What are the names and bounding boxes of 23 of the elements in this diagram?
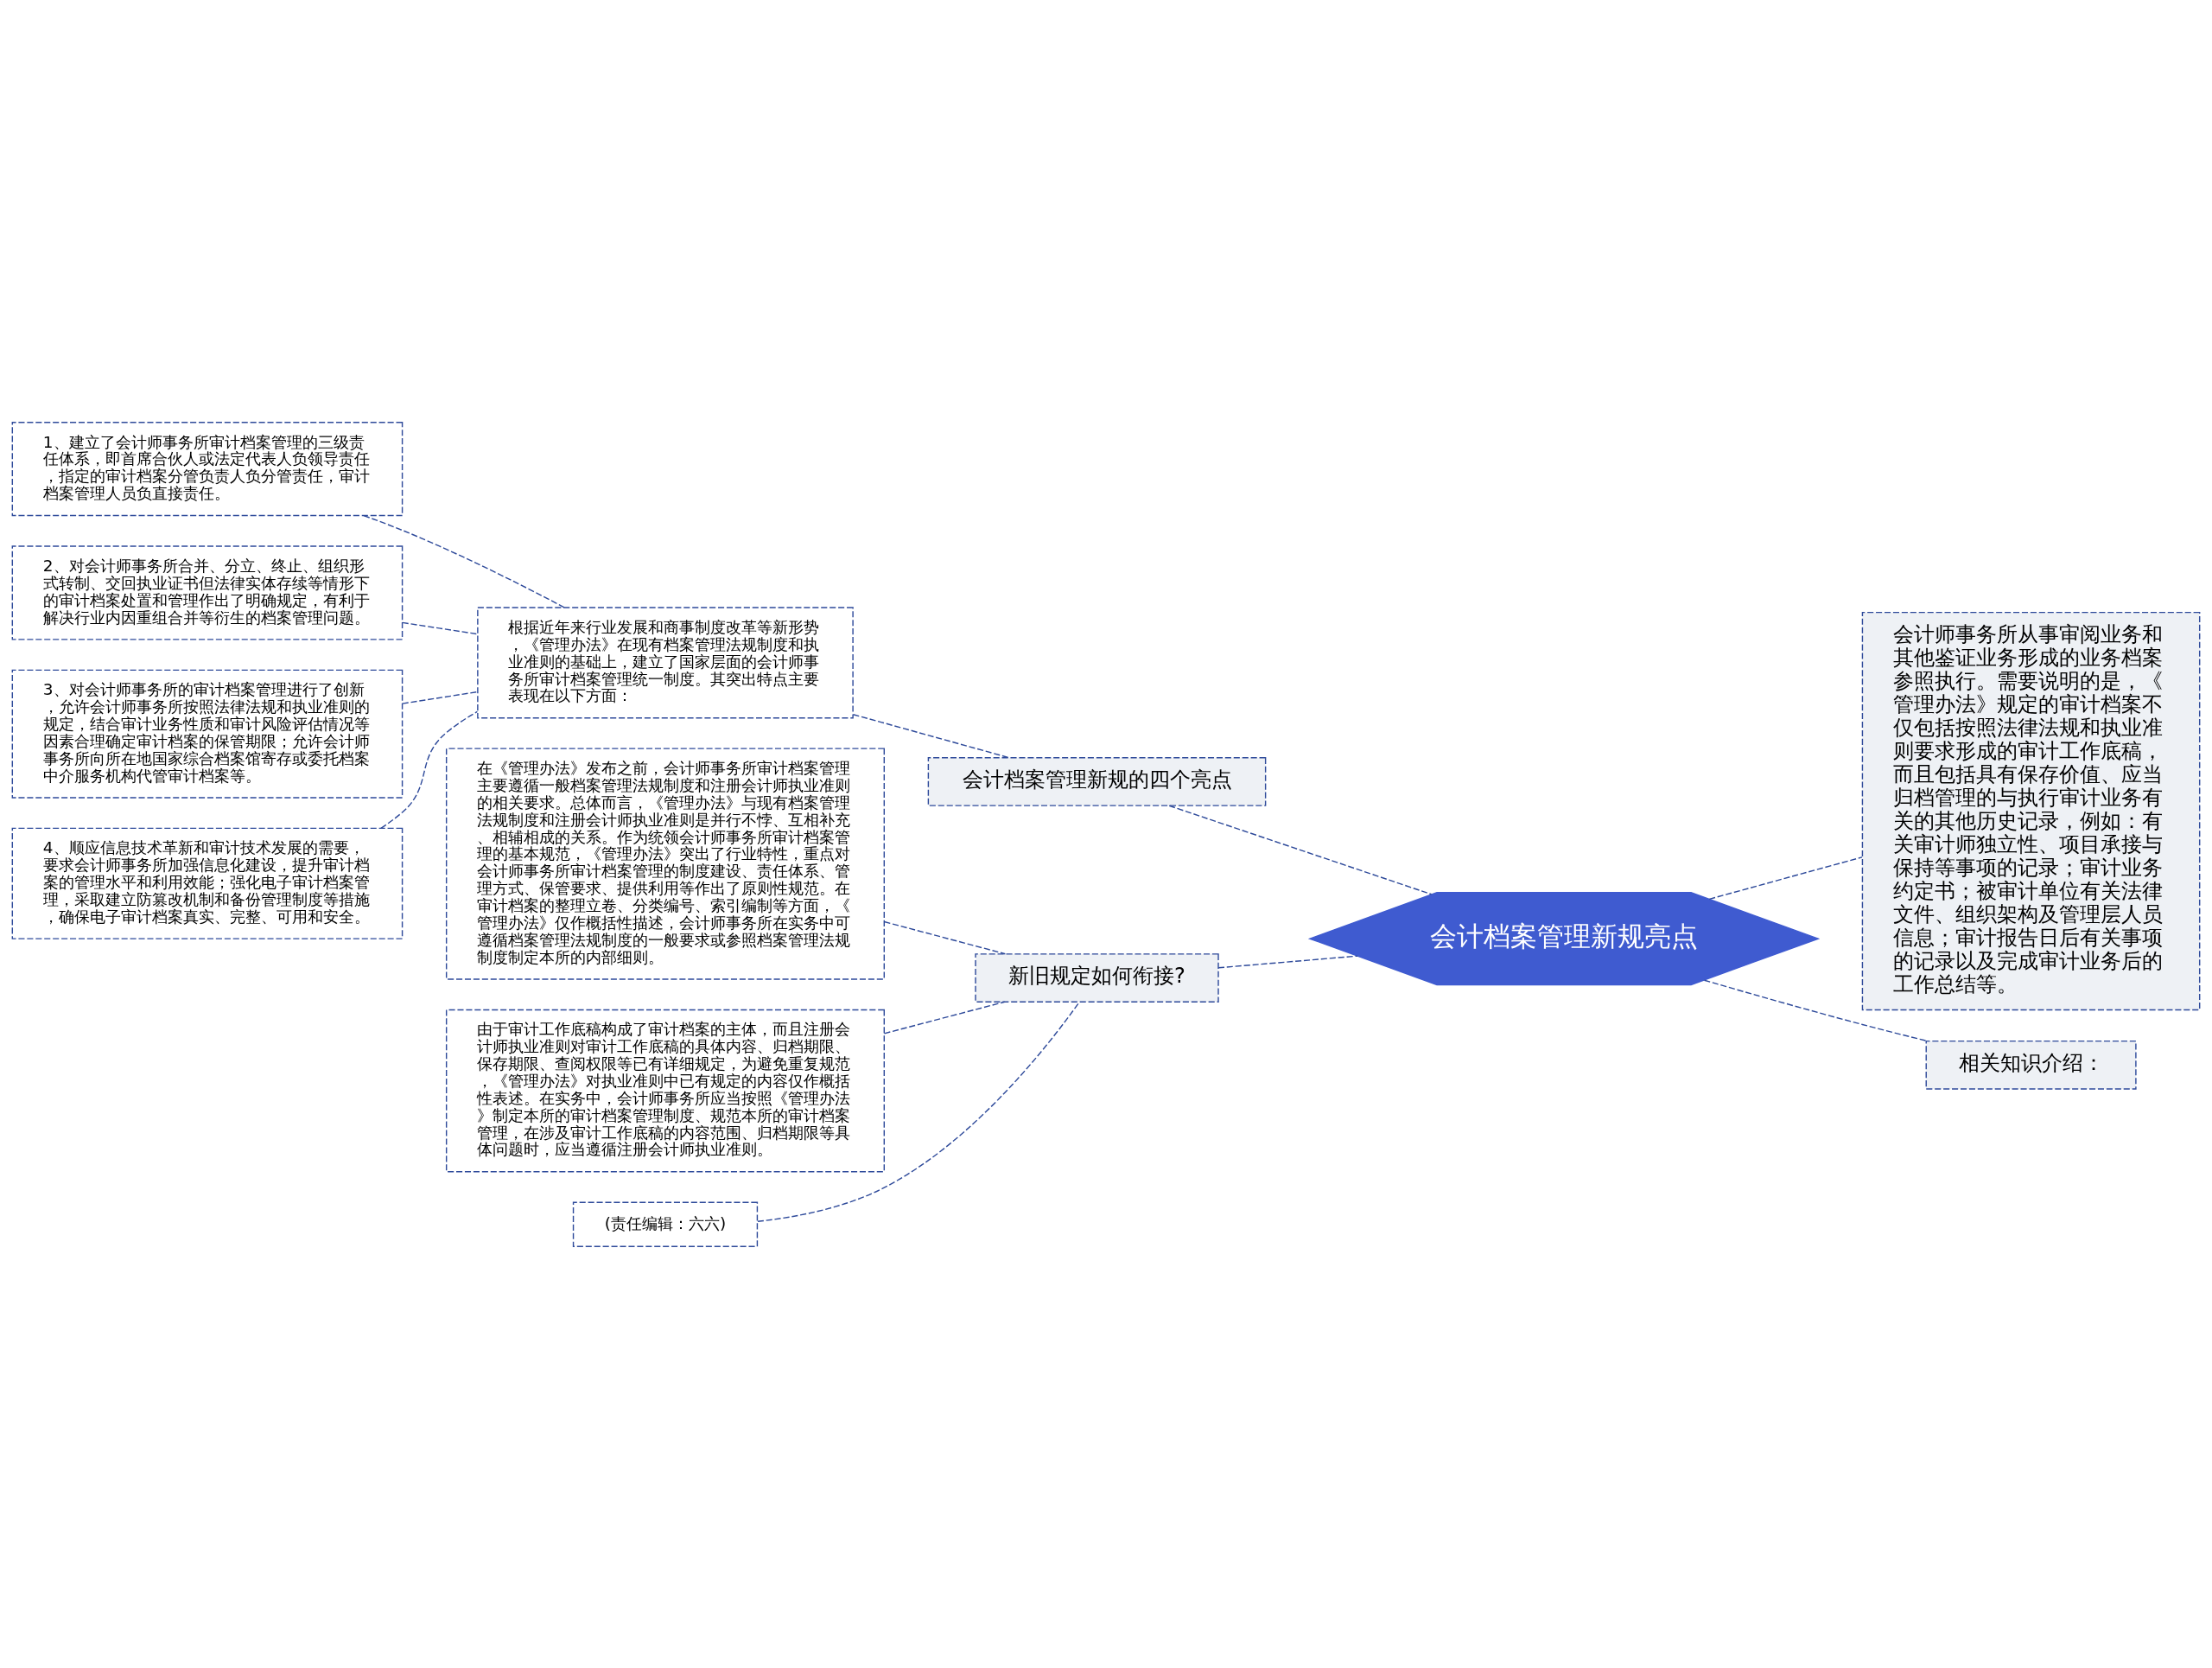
node-box: 在《管理办法》发布之前，会计师事务所审计档案管理主要遵循一般档案管理法规制度和注册会计师执业准则的相关要求。总体而言，《管理办法》与现有档案管理法规制度和注册会计师执业准则是并行不悖、互相补充、相辅相成的关系。作为统领会计师事务所审计档案管理的基本规范，《管理办法》突出了行业特性，重点对会计师事务所审计档案管理的制度建设、责任体系、管理方式、保管要求、提供利用等作出了原则性规范。在审计档案的整理立卷、分类编号、索引编制等方面，《管理办法》仅作概括性描述，会计师事务所在实务中可遵循档案管理法规制度的一般要求或参照档案管理法规制度制定本所的内部细则。 [445,747,885,980]
connector [380,710,479,829]
connector [402,621,479,634]
connector [402,691,479,704]
connector [1217,955,1358,968]
connector [1703,979,1929,1041]
node-box: 2、对会计师事务所合并、分立、终止、组织形式转制、交回执业证书但法律实体存续等情形下的审计档案处置和管理作出了明确规定，有利于解决行业内因重组合并等衍生的档案管理问题。 [11,544,404,640]
connector [1168,805,1433,894]
connector [852,713,1010,758]
connector [883,1001,1006,1035]
node-box: 由于审计工作底稿构成了审计档案的主体，而且注册会计师执业准则对审计工作底稿的具体内容、归档期限、保存期限、查阅权限等已有详细规定，为避免重复规范，《管理办法》对执业准则中已有规定的内容仅作概括性表述。在实务中，会计师事务所应当按照《管理办法》制定本所的审计档案管理制度、规范本所的审计档案管理，在涉及审计工作底稿的内容范围、归档期限等具体问题时，应当遵循注册会计师执业准则。 [445,1009,885,1172]
node-box: (责任编辑：六六) [572,1201,759,1247]
node-box: 相关知识介绍： [1925,1040,2137,1090]
node-box: 根据近年来行业发展和商事制度改革等新形势，《管理办法》在现有档案管理法规制度和执业准则的基础上，建立了国家层面的会计师事务所审计档案管理统一制度。其突出特点主要表现在以下方面： [477,606,854,718]
connector [1708,856,1863,900]
node-box: 会计师事务所从事审阅业务和其他鉴证业务形成的业务档案参照执行。需要说明的是，《管理办法》规定的审计档案不仅包括按照法律法规和执业准则要求形成的审计工作底稿，而且包括具有保存价值、应当归档管理的与执行审计业务有关的其他历史记录，例如：有关审计师独立性、项目承接与保持等事项的记录；审计业务约定书；被审计单位有关法律文件、组织架构及管理层人员信息；审计报告日后有关事项的记录以及完成审计业务后的工作总结等。 [1861,611,2201,1010]
connector [757,1001,1080,1222]
node-box: 1、建立了会计师事务所审计档案管理的三级责任体系，即首席合伙人或法定代表人负领导责任，指定的审计档案分管负责人负分管责任，审计档案管理人员负直接责任。 [11,421,404,516]
node-box: 3、对会计师事务所的审计档案管理进行了创新，允许会计师事务所按照法律法规和执业准则的规定，结合审计业务性质和审计风险评估情况等因素合理确定审计档案的保管期限；允许会计师事务所向所在地国家综合档案馆寄存或委托档案中介服务机构代管审计档案等。 [11,669,404,799]
node-box: 会计档案管理新规的四个亮点 [927,756,1267,806]
node-box: 4、顺应信息技术革新和审计技术发展的需要，要求会计师事务所加强信息化建设，提升审计档案的管理水平和利用效能；强化电子审计档案管理，采取建立防篡改机制和备份管理制度等措施，确保电子审计档案真实、完整、可用和安全。 [11,827,404,939]
node-box: 新旧规定如何衔接? [975,952,1219,1003]
connector [883,920,1007,954]
